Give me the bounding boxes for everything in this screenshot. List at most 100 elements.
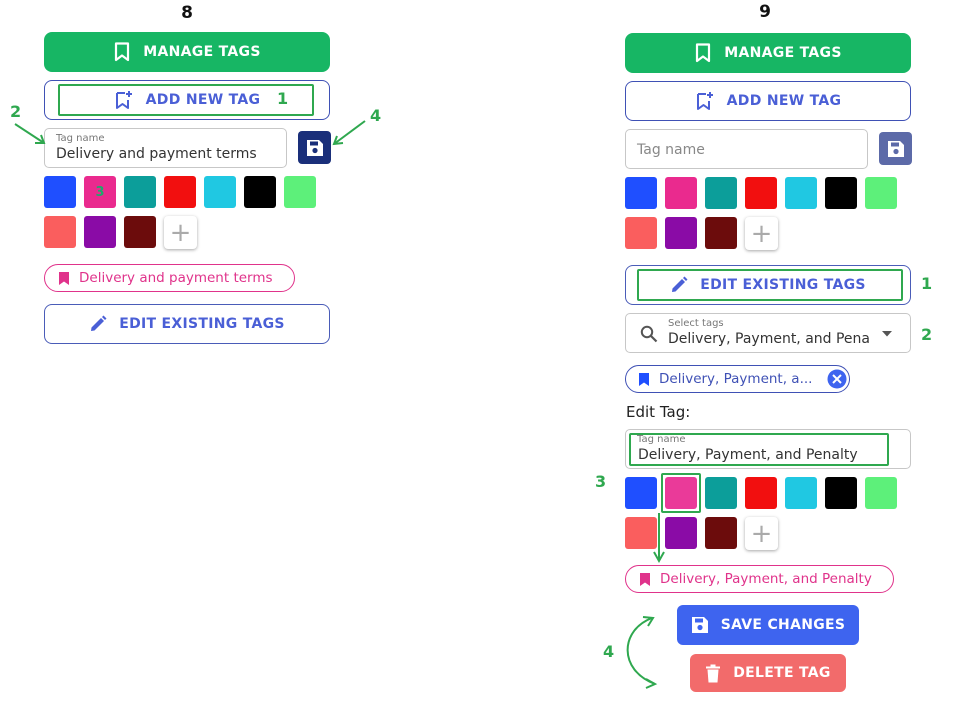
annotation-number: 3 xyxy=(595,472,607,491)
color-swatch[interactable] xyxy=(84,216,116,248)
tag-chip-label: Delivery and payment terms xyxy=(79,270,273,286)
color-swatch[interactable] xyxy=(865,177,897,209)
annotation-number: 4 xyxy=(603,642,615,661)
save-icon xyxy=(887,140,905,158)
highlight-box xyxy=(58,84,314,116)
color-swatch-selected[interactable]: 3 xyxy=(84,176,116,208)
color-swatches-left: 3 + xyxy=(44,176,324,249)
color-swatch[interactable] xyxy=(825,477,857,509)
bookmark-icon xyxy=(639,572,651,587)
search-icon xyxy=(640,325,658,343)
manage-tags-button-left[interactable]: MANAGE TAGS xyxy=(44,32,330,72)
color-swatch[interactable] xyxy=(705,477,737,509)
color-swatch[interactable] xyxy=(204,176,236,208)
annotation-number: 1 xyxy=(921,274,933,293)
delete-tag-button[interactable]: DELETE TAG xyxy=(690,654,846,692)
annotation-number: 1 xyxy=(277,89,289,108)
save-changes-button[interactable]: SAVE CHANGES xyxy=(677,605,859,645)
edit-tag-name-field[interactable]: Tag name Delivery, Payment, and Penalty xyxy=(625,429,911,469)
save-changes-label: SAVE CHANGES xyxy=(720,617,846,633)
save-tag-button-right[interactable] xyxy=(879,132,912,165)
color-swatch[interactable] xyxy=(705,517,737,549)
tag-chip-preview-right: Delivery, Payment, and Penalty xyxy=(625,565,894,593)
color-swatch[interactable] xyxy=(124,216,156,248)
highlight-box xyxy=(661,473,701,513)
color-swatch[interactable] xyxy=(284,176,316,208)
color-swatch[interactable] xyxy=(44,216,76,248)
manage-tags-button-right[interactable]: MANAGE TAGS xyxy=(625,33,911,73)
bookmark-icon xyxy=(113,42,131,62)
add-color-button[interactable]: + xyxy=(745,517,778,550)
manage-tags-label: MANAGE TAGS xyxy=(724,45,842,61)
plus-icon: + xyxy=(169,217,192,248)
color-swatch[interactable] xyxy=(785,177,817,209)
bookmark-icon xyxy=(58,271,70,286)
color-swatch[interactable] xyxy=(164,176,196,208)
save-icon xyxy=(306,139,324,157)
color-swatch-selected[interactable] xyxy=(665,477,697,509)
color-swatch[interactable] xyxy=(865,477,897,509)
save-icon xyxy=(691,616,709,634)
add-new-tag-label: ADD NEW TAG xyxy=(726,93,842,109)
color-swatch[interactable] xyxy=(625,217,657,249)
color-swatch[interactable] xyxy=(665,177,697,209)
color-swatch[interactable] xyxy=(244,176,276,208)
selected-swatch-marker: 3 xyxy=(95,184,105,200)
tag-name-value: Delivery and payment terms xyxy=(56,146,257,162)
pencil-icon xyxy=(670,276,688,294)
bookmark-plus-icon xyxy=(114,90,134,110)
color-swatch[interactable] xyxy=(745,177,777,209)
step-number-right: 9 xyxy=(759,2,771,22)
tag-name-label: Tag name xyxy=(56,133,105,144)
color-swatch[interactable] xyxy=(665,517,697,549)
annotation-number: 2 xyxy=(921,325,933,344)
edit-tag-name-value: Delivery, Payment, and Penalty xyxy=(638,447,858,463)
select-tags-label: Select tags xyxy=(668,318,724,329)
close-circle-icon[interactable] xyxy=(827,369,847,389)
color-swatch[interactable] xyxy=(44,176,76,208)
add-color-button[interactable]: + xyxy=(164,216,197,249)
add-color-button[interactable]: + xyxy=(745,217,778,250)
tag-name-placeholder: Tag name xyxy=(637,142,705,158)
save-tag-button-left[interactable] xyxy=(298,131,331,164)
edit-existing-tags-label: EDIT EXISTING TAGS xyxy=(700,277,866,293)
annotation-number: 4 xyxy=(370,106,382,125)
tag-name-field-left[interactable]: Tag name Delivery and payment terms xyxy=(44,128,287,168)
add-new-tag-button-left[interactable]: ADD NEW TAG xyxy=(44,80,330,120)
color-swatch[interactable] xyxy=(705,177,737,209)
color-swatch[interactable] xyxy=(625,517,657,549)
color-swatch[interactable] xyxy=(785,477,817,509)
color-swatch[interactable] xyxy=(705,217,737,249)
selected-tag-chip[interactable]: Delivery, Payment, a... xyxy=(625,365,850,393)
color-swatch[interactable] xyxy=(825,177,857,209)
highlight-box xyxy=(637,269,903,301)
color-swatch[interactable] xyxy=(745,477,777,509)
edit-color-swatches: + xyxy=(625,477,905,550)
color-swatch[interactable] xyxy=(625,477,657,509)
color-swatch[interactable] xyxy=(124,176,156,208)
edit-existing-tags-button-left[interactable]: EDIT EXISTING TAGS xyxy=(44,304,330,344)
tag-name-field-right[interactable]: Tag name xyxy=(625,129,868,169)
annotation-number: 2 xyxy=(10,102,22,121)
edit-existing-tags-button-right[interactable]: EDIT EXISTING TAGS xyxy=(625,265,911,305)
tag-chip-label: Delivery, Payment, and Penalty xyxy=(660,571,872,587)
pencil-icon xyxy=(89,315,107,333)
plus-icon: + xyxy=(750,218,773,249)
trash-icon xyxy=(705,664,721,683)
color-swatch[interactable] xyxy=(665,217,697,249)
edit-tag-heading: Edit Tag: xyxy=(626,403,691,421)
select-tags-dropdown[interactable]: Select tags Delivery, Payment, and Pena xyxy=(625,313,911,353)
step-number-left: 8 xyxy=(181,3,193,23)
manage-tags-label: MANAGE TAGS xyxy=(143,44,261,60)
add-new-tag-button-right[interactable]: ADD NEW TAG xyxy=(625,81,911,121)
plus-icon: + xyxy=(750,518,773,549)
color-swatches-right: + xyxy=(625,177,905,250)
color-swatch[interactable] xyxy=(625,177,657,209)
delete-tag-label: DELETE TAG xyxy=(733,665,831,681)
bookmark-plus-icon xyxy=(695,91,715,111)
tag-chip-preview-left: Delivery and payment terms xyxy=(44,264,295,292)
dropdown-arrow-icon[interactable] xyxy=(881,330,893,338)
select-tags-value: Delivery, Payment, and Pena xyxy=(668,331,870,347)
